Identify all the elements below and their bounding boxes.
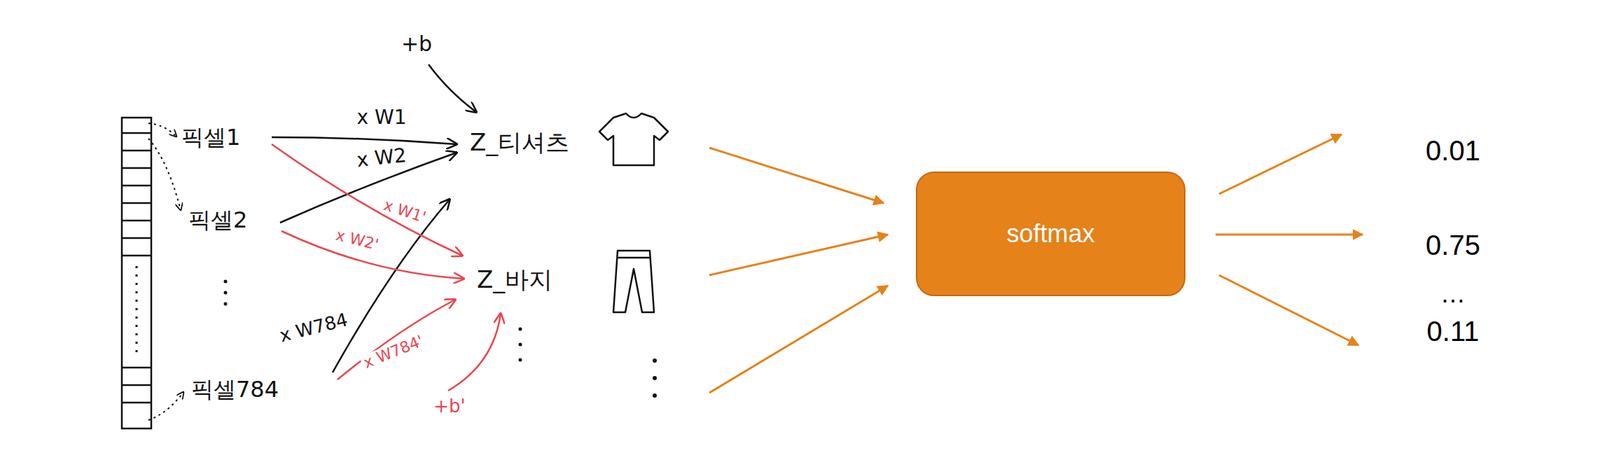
weight-label: x W784: [275, 308, 353, 346]
weight-label: x W1: [355, 107, 409, 129]
probability: 0.75: [1423, 229, 1483, 261]
pixel-label: 픽셀1: [179, 125, 243, 150]
weight-arrows: [271, 64, 477, 373]
probability: 0.11: [1424, 315, 1482, 347]
bias-label: +b: [399, 32, 435, 56]
ellipsis: …: [1438, 280, 1468, 309]
ellipsis-dots: [224, 280, 658, 399]
weight-arrows-red: [271, 144, 501, 391]
node-text: softmax: [1006, 219, 1095, 249]
input-vector: [121, 117, 152, 429]
weight-label: x W2': [331, 226, 383, 255]
flow-arrows: [709, 134, 1363, 393]
weight-label: x W2: [353, 144, 410, 173]
pants-icon: [613, 250, 655, 313]
pixel-label: 픽셀2: [186, 207, 250, 233]
output-label: Z_바지: [474, 266, 555, 293]
probability: 0.01: [1423, 135, 1483, 166]
weight-label: x W784': [359, 331, 428, 373]
bias-label: +b': [431, 396, 468, 417]
dotted-arrows: [148, 123, 184, 421]
tshirt-icon: [599, 113, 669, 166]
pixel-label: 픽셀784: [189, 377, 281, 402]
output-label: Z_티셔츠: [467, 129, 572, 156]
process-box: softmax: [915, 171, 1186, 297]
weight-label: x W1': [379, 196, 430, 227]
